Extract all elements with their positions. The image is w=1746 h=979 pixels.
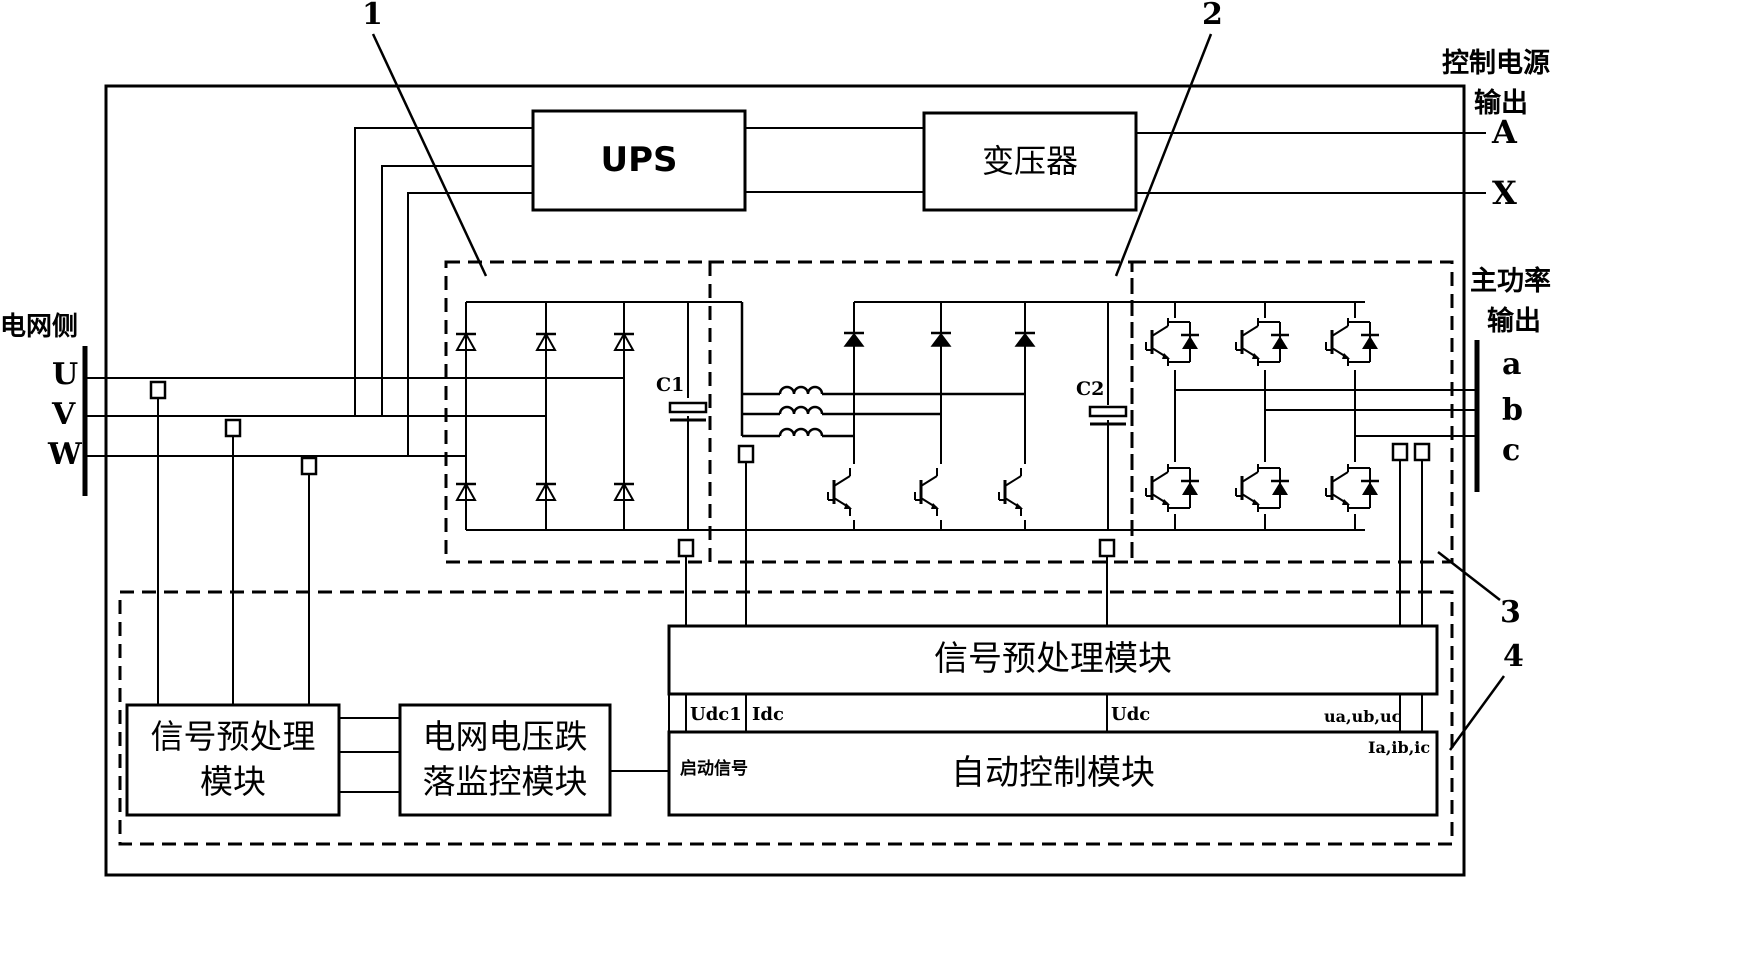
preproc-left-line2: 模块 xyxy=(200,760,266,805)
converter-igbts xyxy=(820,464,1031,520)
capacitor-c1-label: C1 xyxy=(656,376,684,395)
ups-feed-wires xyxy=(355,128,533,456)
inductors xyxy=(742,302,1025,436)
output-x-label: X xyxy=(1492,177,1517,209)
auto-control-label: 自动控制模块 xyxy=(669,732,1437,815)
callout-2: 2 xyxy=(1202,0,1223,30)
callout-1: 1 xyxy=(362,0,383,30)
callout-3: 3 xyxy=(1500,598,1521,628)
output-a-lower-label: a xyxy=(1502,350,1521,380)
converter-diodes xyxy=(844,333,1035,346)
signal-udc1-label: Udc1 xyxy=(690,706,742,724)
signal-idc-label: Idc xyxy=(752,706,784,724)
output-b-label: b xyxy=(1502,396,1523,426)
preproc-top-label: 信号预处理模块 xyxy=(669,626,1437,694)
signal-uabc-label: ua,ub,uc xyxy=(1324,709,1401,725)
phase-w-label: W xyxy=(48,440,82,470)
main-power-output-label-line1: 主功率 xyxy=(1470,268,1551,295)
main-power-output-label-line2: 输出 xyxy=(1487,308,1541,335)
preproc-left-label: 信号预处理 模块 xyxy=(127,705,339,815)
output-c-label: c xyxy=(1502,436,1520,466)
signal-udc-label: Udc xyxy=(1111,706,1150,724)
phase-u-label: U xyxy=(52,360,78,390)
ctrl-power-output-label-line1: 控制电源 xyxy=(1442,50,1550,77)
module-3-inverter xyxy=(1132,262,1452,562)
transformer-label: 变压器 xyxy=(924,113,1136,210)
grid-side-label: 电网侧 xyxy=(0,314,78,340)
output-a-label: A xyxy=(1492,116,1517,148)
capacitor-c2-label: C2 xyxy=(1076,380,1104,399)
phase-v-label: V xyxy=(52,400,75,430)
ups-label: UPS xyxy=(533,111,745,210)
monitor-line2: 落监控模块 xyxy=(423,760,588,805)
callout-4: 4 xyxy=(1503,642,1524,672)
monitor-line1: 电网电压跌 xyxy=(423,715,588,760)
preproc-left-line1: 信号预处理 xyxy=(151,715,316,760)
monitor-label: 电网电压跌 落监控模块 xyxy=(400,705,610,815)
